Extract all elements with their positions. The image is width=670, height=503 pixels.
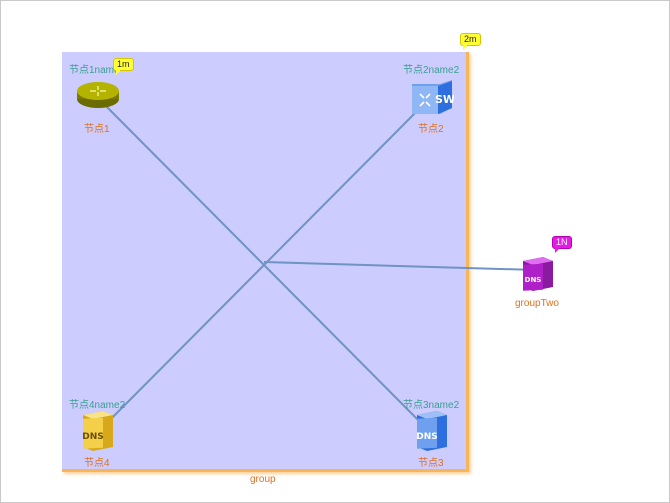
switch-icon-text: SW <box>435 93 454 106</box>
node4-label: 节点4 <box>84 458 110 469</box>
node2-name: 节点2name2 <box>403 65 460 76</box>
node2-label: 节点2 <box>418 124 444 135</box>
dns-server-icon[interactable]: DNS <box>413 409 449 453</box>
dns-server-icon[interactable]: DNS <box>79 409 115 453</box>
cube-icon-text: DNS <box>525 276 542 284</box>
router-icon[interactable] <box>76 79 120 111</box>
node1-name: 节点1name <box>69 65 120 76</box>
dns-icon-text: DNS <box>416 432 438 442</box>
link-group-grouptwo[interactable] <box>263 261 537 271</box>
node4-name: 节点4name2 <box>69 400 126 411</box>
node3-label: 节点3 <box>418 458 444 469</box>
group-badge: 2m <box>460 33 481 50</box>
node3-name: 节点3name2 <box>403 400 460 411</box>
dns-icon-text: DNS <box>82 432 104 442</box>
switch-icon[interactable]: SW <box>408 78 454 116</box>
node1-label: 节点1 <box>84 124 110 135</box>
grouptwo-badge: 1N <box>552 236 572 253</box>
grouptwo-label: groupTwo <box>515 298 559 309</box>
group-label: group <box>250 474 276 485</box>
node1-badge: 1m <box>113 58 134 75</box>
cube-server-icon[interactable]: DNS <box>519 253 555 295</box>
link-node2-node4[interactable] <box>97 97 431 433</box>
